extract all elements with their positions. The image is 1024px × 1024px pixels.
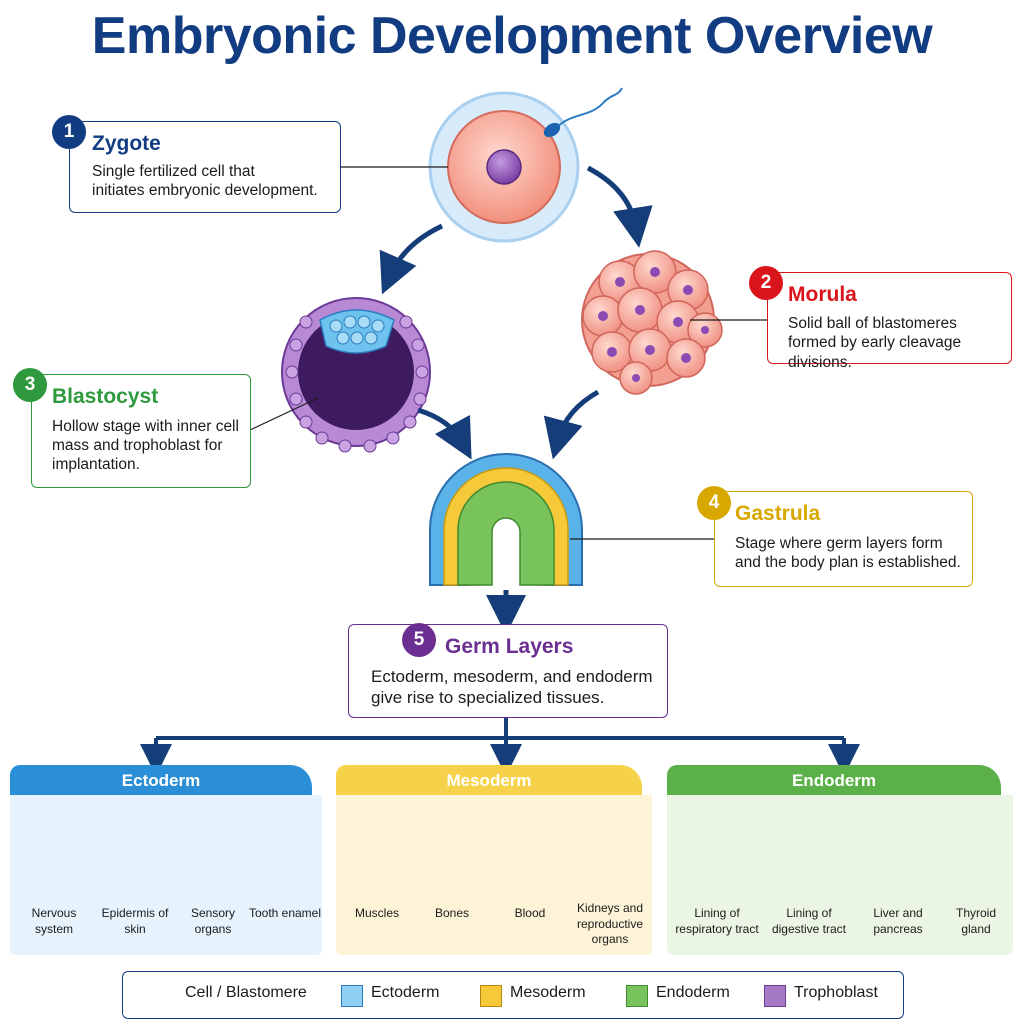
legend-swatch-endoderm [626,985,648,1007]
endoderm-tab: Endoderm [667,765,1001,797]
germ-layers-desc-line1: Ectoderm, mesoderm, and endoderm [371,667,653,686]
legend-swatch-ectoderm [341,985,363,1007]
legend: Cell / Blastomere Ectoderm Mesoderm Endo… [122,971,904,1019]
morula-box: Morula Solid ball of blastomeres formed … [767,272,1012,371]
blastocyst-desc-line1: Hollow stage with inner cell [52,418,239,435]
flow-arrows [379,165,653,635]
morula-desc-line1: Solid ball of blastomeres [788,315,957,332]
blastocyst-box: Blastocyst Hollow stage with inner cell … [31,374,251,488]
zygote-box: Zygote Single fertilized cell that initi… [69,121,341,213]
zygote-step-badge: 1 [52,115,86,149]
blastocyst-title: Blastocyst [52,385,159,408]
legend-label-endoderm: Endoderm [656,984,730,1001]
gastrula-illustration [429,453,583,586]
morula-desc-line2: formed by early cleavage divisions. [788,334,962,371]
blastocyst-desc-line2: mass and trophoblast for [52,437,223,454]
germ-layers-step-badge: 5 [402,623,436,657]
gastrula-box: Gastrula Stage where germ layers form an… [714,491,973,587]
germ-layers-title: Germ Layers [445,635,574,658]
blastocyst-desc-line3: implantation. [52,456,140,473]
ectoderm-tab: Ectoderm [10,765,312,797]
germ-layers-desc-line2: give rise to specialized tissues. [371,688,605,707]
morula-step-badge: 2 [749,266,783,300]
endoderm-panel [667,795,1013,955]
mesoderm-item-label: Blood [514,906,546,920]
gastrula-step-badge: 4 [697,486,731,520]
gastrula-desc-line2: and the body plan is established. [735,554,961,571]
germ-layers-box: Germ Layers Ectoderm, mesoderm, and endo… [348,624,668,718]
mesoderm-item-label: Bones [434,906,470,920]
layer-tree [140,718,860,776]
mesoderm-item-label: Muscles [354,906,399,920]
gastrula-title: Gastrula [735,502,821,525]
page-title: Embryonic Development Overview [91,7,933,65]
blastocyst-illustration [281,297,431,453]
ectoderm-item-label: Tooth enamel [248,906,322,920]
morula-illustration [581,250,723,395]
blastocyst-step-badge: 3 [13,368,47,402]
mesoderm-panel [336,795,652,955]
legend-label-trophoblast: Trophoblast [794,984,878,1001]
callout-lines [249,166,767,540]
mesoderm-tab: Mesoderm [336,765,642,797]
legend-swatch-mesoderm [480,985,502,1007]
legend-swatch-trophoblast [764,985,786,1007]
gastrula-desc-line1: Stage where germ layers form [735,535,943,552]
legend-label-ectoderm: Ectoderm [371,984,440,1001]
zygote-desc-line1: Single fertilized cell that [92,163,255,180]
ectoderm-panel [10,795,322,955]
legend-label-cell: Cell / Blastomere [185,984,307,1001]
zygote-desc-line2: initiates embryonic development. [92,182,318,199]
morula-title: Morula [788,283,857,306]
zygote-title: Zygote [92,132,161,155]
zygote-illustration [428,87,623,243]
legend-label-mesoderm: Mesoderm [510,984,586,1001]
